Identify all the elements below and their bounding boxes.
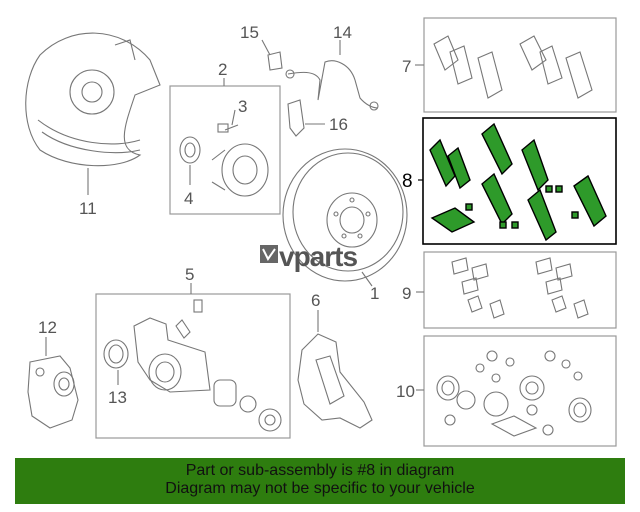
- pad-set-outline: [433, 35, 593, 99]
- hub-group-box: [169, 85, 281, 215]
- hub-bearing-part: [179, 123, 269, 197]
- callout-11: 11: [79, 199, 97, 218]
- dust-shield-part: [25, 32, 161, 195]
- caliper-part: [103, 299, 282, 432]
- callout-6: 6: [311, 291, 320, 310]
- callout-3: 3: [238, 97, 247, 116]
- watermark: vparts: [260, 241, 358, 272]
- callout-5: 5: [185, 265, 194, 284]
- callout-10: 10: [396, 382, 415, 401]
- pad-kit-box-8: [422, 117, 617, 245]
- info-banner: Part or sub-assembly is #8 in diagram Di…: [15, 458, 625, 504]
- caliper-housing-part: [27, 355, 79, 429]
- caliper-bracket-part: [297, 333, 373, 429]
- watermark-text: vparts: [279, 241, 357, 272]
- callout-15: 15: [240, 23, 259, 42]
- banner-line-1: Part or sub-assembly is #8 in diagram: [185, 462, 455, 479]
- callout-12: 12: [38, 318, 57, 337]
- seal-set: [436, 350, 592, 437]
- clip-set: [451, 257, 589, 319]
- callout-4: 4: [184, 189, 193, 208]
- callout-9: 9: [402, 284, 411, 303]
- callout-1: 1: [370, 284, 379, 303]
- callout-2: 2: [218, 60, 227, 79]
- callout-13: 13: [108, 388, 127, 407]
- seal-kit-box-10: [423, 335, 617, 447]
- brake-pad-set-highlighted: [429, 122, 607, 242]
- callout-8: 8: [402, 171, 413, 192]
- callout-16: 16: [329, 115, 348, 134]
- caliper-group-box: [95, 293, 291, 439]
- clip-kit-box-9: [423, 251, 617, 329]
- banner-line-2: Diagram may not be specific to your vehi…: [165, 480, 475, 497]
- callout-14: 14: [333, 23, 352, 42]
- brake-rotor-part: [282, 148, 408, 282]
- callout-7: 7: [402, 57, 411, 76]
